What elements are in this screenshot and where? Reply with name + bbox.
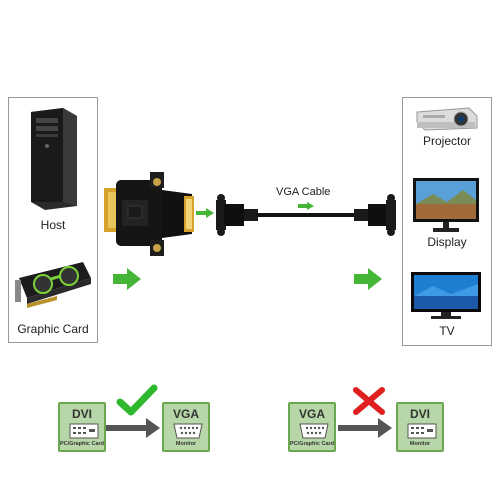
vga-port-icon [299, 423, 329, 439]
box-subtitle: PC/Graphic Card [60, 441, 105, 447]
green-arrow-icon [113, 268, 141, 290]
dvi-port-icon [69, 423, 99, 439]
display-label: Display [427, 235, 467, 249]
display-icon [413, 178, 479, 232]
projector-icon [416, 107, 478, 131]
graphic-card-label: Graphic Card [17, 322, 89, 336]
arrow-icon [106, 418, 160, 438]
box-title: VGA [298, 407, 325, 421]
vga-port-icon [173, 423, 203, 439]
source-devices-panel: Host Graphic Card [8, 97, 98, 343]
box-subtitle: Monitor [175, 441, 197, 447]
vga-target-box: VGA Monitor [162, 402, 210, 452]
host-label: Host [40, 218, 66, 232]
vga-plug-left [216, 194, 258, 236]
tv-icon [411, 272, 481, 319]
check-icon [116, 384, 158, 416]
vga-plug-right [354, 194, 396, 236]
dvi-source-box: DVI PC/Graphic Card [58, 402, 106, 452]
dvi-vga-adapter [104, 172, 194, 256]
box-title: VGA [172, 407, 199, 421]
graphic-card-icon [15, 262, 91, 308]
dvi-port-icon [407, 423, 437, 439]
arrow-icon [338, 418, 392, 438]
box-subtitle: PC/Graphic Card [290, 441, 335, 447]
tv-label: TV [439, 324, 455, 338]
cross-icon [353, 387, 385, 415]
box-title: DVI [409, 407, 430, 421]
vga-cable-label: VGA Cable [276, 186, 331, 198]
green-arrow-right-icon [354, 268, 382, 290]
box-subtitle: Monitor [409, 441, 431, 447]
vga-source-box: VGA PC/Graphic Card [288, 402, 336, 452]
small-arrow-icon [196, 208, 214, 218]
cable-arrow-icon [298, 202, 314, 210]
dvi-target-box: DVI Monitor [396, 402, 444, 452]
box-title: DVI [71, 407, 92, 421]
pc-tower-icon [31, 108, 77, 210]
vga-cable-line [256, 213, 356, 217]
projector-label: Projector [422, 134, 472, 148]
output-devices-panel: Projector Display TV [402, 97, 492, 346]
